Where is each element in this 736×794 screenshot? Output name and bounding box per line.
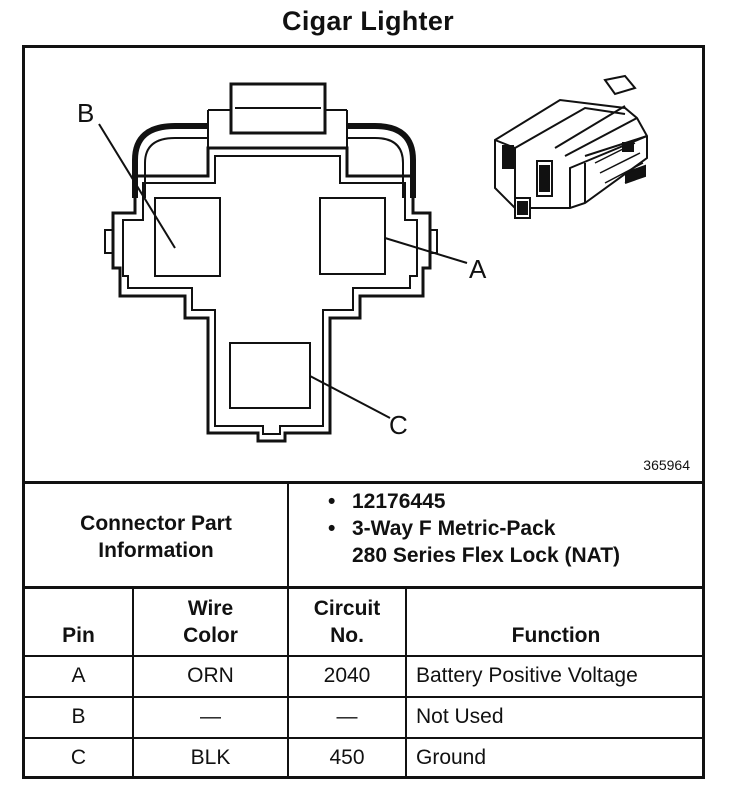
leader-line-c: [309, 375, 391, 419]
connector-face-diagram: B A C: [77, 74, 648, 443]
row-c-wire: BLK: [190, 746, 231, 769]
divider-diagram-table: [22, 481, 705, 484]
divider-row-b-c: [22, 737, 705, 739]
bail-arch: [132, 123, 416, 198]
connector-info-values: 12176445 3-Way F Metric-Pack 280 Series …: [326, 488, 620, 569]
header-circuit-line1: Circuit: [313, 597, 381, 620]
col-divider-pin: [132, 589, 134, 779]
row-b-circuit: —: [336, 705, 358, 728]
connector-desc-line2: 280 Series Flex Lock (NAT): [352, 544, 621, 567]
divider-row-a-b: [22, 696, 705, 698]
header-wire-color: Wire Color: [134, 595, 287, 649]
connector-info-label-line1: Connector Part: [80, 512, 232, 535]
header-circuit-no: Circuit No.: [289, 595, 405, 649]
divider-info-headers: [22, 586, 705, 589]
pin-label-a: A: [469, 254, 487, 284]
leader-line-a: [384, 237, 468, 264]
header-wire-line2: Color: [183, 624, 238, 647]
header-wire-line1: Wire: [187, 597, 234, 620]
row-c-function: Ground: [416, 746, 487, 769]
connector-description: 3-Way F Metric-Pack 280 Series Flex Lock…: [326, 515, 620, 569]
left-side-tab: [104, 229, 113, 254]
row-c-circuit: 450: [329, 746, 365, 769]
divider-headers-rows: [22, 655, 705, 657]
connector-info-label: Connector Part Information: [25, 510, 287, 564]
row-a-function: Battery Positive Voltage: [416, 664, 638, 687]
header-pin: Pin: [62, 624, 95, 647]
connector-iso-view: [494, 74, 648, 219]
terminal-cavity-a: [319, 197, 386, 275]
row-a-pin: A: [71, 664, 86, 687]
connector-body-outer: [111, 146, 432, 443]
row-b-wire: —: [200, 705, 221, 728]
col-divider-circuit: [405, 589, 407, 779]
row-c-pin: C: [70, 746, 87, 769]
pin-label-c: C: [389, 410, 408, 440]
connector-body-inner: [122, 155, 418, 435]
terminal-cavity-c: [229, 342, 311, 409]
row-a-circuit: 2040: [323, 664, 371, 687]
diagram-id: 365964: [643, 457, 690, 473]
connector-desc-line1: 3-Way F Metric-Pack: [352, 517, 556, 540]
page-title: Cigar Lighter: [282, 6, 454, 36]
leader-line-b: [98, 123, 176, 249]
pin-label-b: B: [77, 98, 94, 128]
header-function: Function: [511, 624, 601, 647]
row-b-pin: B: [71, 705, 86, 728]
terminal-cavity-b: [154, 197, 221, 277]
connector-info-label-line2: Information: [98, 539, 214, 562]
outer-frame: [22, 45, 705, 779]
row-a-wire: ORN: [187, 664, 234, 687]
divider-connector-info: [287, 484, 289, 586]
col-divider-wire: [287, 589, 289, 779]
header-circuit-line2: No.: [330, 624, 364, 647]
top-latch: [229, 82, 327, 135]
row-b-function: Not Used: [416, 705, 504, 728]
connector-part-number: 12176445: [326, 488, 620, 515]
